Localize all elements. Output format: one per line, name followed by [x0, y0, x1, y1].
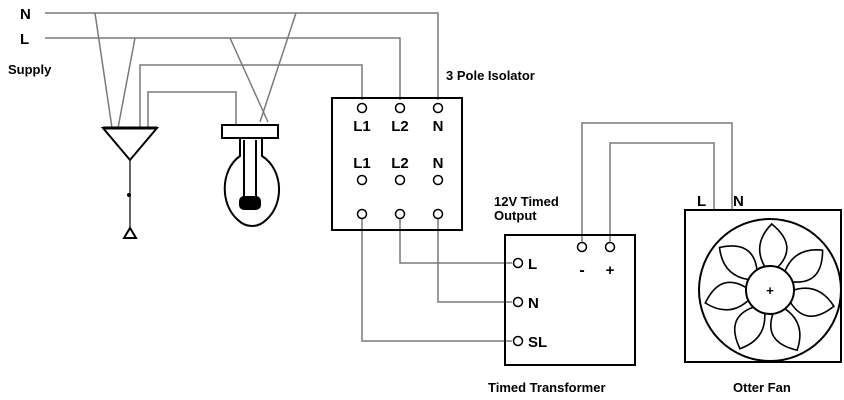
- isolator-sl-to-transformer-wire: [361, 218, 512, 342]
- bulb-glass: [223, 138, 280, 227]
- neutral-to-lamp-wire: [259, 12, 297, 123]
- isolator-terminal-bottom-3: [432, 208, 444, 220]
- live-to-lamp-wire: [229, 37, 269, 123]
- transformer-title: Timed Transformer: [488, 380, 606, 395]
- fan-box: [684, 209, 842, 363]
- isolator-terminal-bottom-2: [394, 208, 406, 220]
- fan-blade: [718, 245, 758, 281]
- fan-blade: [770, 308, 801, 352]
- isolator-terminal-mid-l2: [394, 174, 406, 186]
- isolator-box: [331, 97, 463, 231]
- isolator-top-label-n: N: [433, 118, 444, 135]
- bulb-filament: [239, 196, 261, 210]
- transformer-terminal-l: [512, 257, 524, 269]
- isolator-n-to-transformer-wire: [437, 218, 512, 303]
- fan-hub-symbol: +: [766, 283, 774, 298]
- isolator-title: 3 Pole Isolator: [446, 68, 535, 83]
- isolator-top-label-l1: L1: [353, 118, 371, 135]
- light-bulb-icon: [221, 124, 280, 227]
- fan-icon: +: [684, 209, 842, 363]
- isolator-terminal-bottom-1: [356, 208, 368, 220]
- fan-blade: [784, 249, 824, 283]
- transformer-output-plus-terminal: [604, 241, 616, 253]
- transformer-output-label-line2: Output: [494, 208, 537, 223]
- isolator-top-label-l2: L2: [391, 118, 409, 135]
- pull-cord-switch: [100, 126, 160, 239]
- live-to-switch-wire: [117, 37, 136, 129]
- timed-transformer: - + L N SL: [504, 234, 636, 366]
- supply-title: Supply: [8, 62, 52, 77]
- transformer-terminal-sl-label: SL: [528, 334, 547, 351]
- transformer-output-label-line1: 12V Timed: [494, 194, 559, 209]
- fan-blade: [704, 281, 749, 311]
- transformer-output-plus-label: +: [606, 262, 615, 279]
- fan-blade: [758, 222, 788, 268]
- fan-terminal-n-label: N: [733, 193, 744, 210]
- supply-live-wire: [45, 37, 401, 100]
- switch-to-lamp-wire: [147, 91, 237, 128]
- transformer-terminal-l-label: L: [528, 256, 537, 273]
- transformer-terminal-n: [512, 296, 524, 308]
- isolator-mid-label-n: N: [433, 155, 444, 172]
- isolator-mid-label-l1: L1: [353, 155, 371, 172]
- cord-pull-handle: [122, 226, 138, 239]
- transformer-output-minus-label: -: [579, 262, 584, 279]
- supply-neutral-label: N: [20, 6, 31, 23]
- isolator-terminal-mid-l1: [356, 174, 368, 186]
- fan-housing: [698, 218, 842, 362]
- output-plus-to-fan-wire: [609, 142, 715, 242]
- transformer-terminal-n-label: N: [528, 295, 539, 312]
- isolator-mid-label-l2: L2: [391, 155, 409, 172]
- transformer-terminal-sl: [512, 335, 524, 347]
- isolator-terminal-mid-n: [432, 174, 444, 186]
- isolator-terminal-top-n: [432, 102, 444, 114]
- fan-blade: [733, 306, 766, 350]
- switched-live-wire: [139, 64, 363, 128]
- transformer-box: [504, 234, 636, 366]
- lamp-holder: [221, 124, 279, 139]
- supply-neutral-wire: [45, 12, 439, 100]
- fan-title: Otter Fan: [733, 380, 791, 395]
- fan-blades: [704, 222, 835, 352]
- isolator-terminal-top-l1: [356, 102, 368, 114]
- wires: [45, 12, 733, 342]
- fan-terminal-l-label: L: [697, 193, 706, 210]
- neutral-to-switch-wire: [94, 12, 113, 129]
- supply-live-label: L: [20, 31, 29, 48]
- isolator: L1 L2 N L1 L2 N: [331, 97, 463, 231]
- isolator-l-to-transformer-wire: [399, 218, 512, 264]
- isolator-terminal-top-l2: [394, 102, 406, 114]
- switch-body: [100, 127, 160, 162]
- fan-blade: [789, 287, 835, 317]
- transformer-output-minus-terminal: [576, 241, 588, 253]
- output-minus-to-fan-wire: [581, 122, 733, 242]
